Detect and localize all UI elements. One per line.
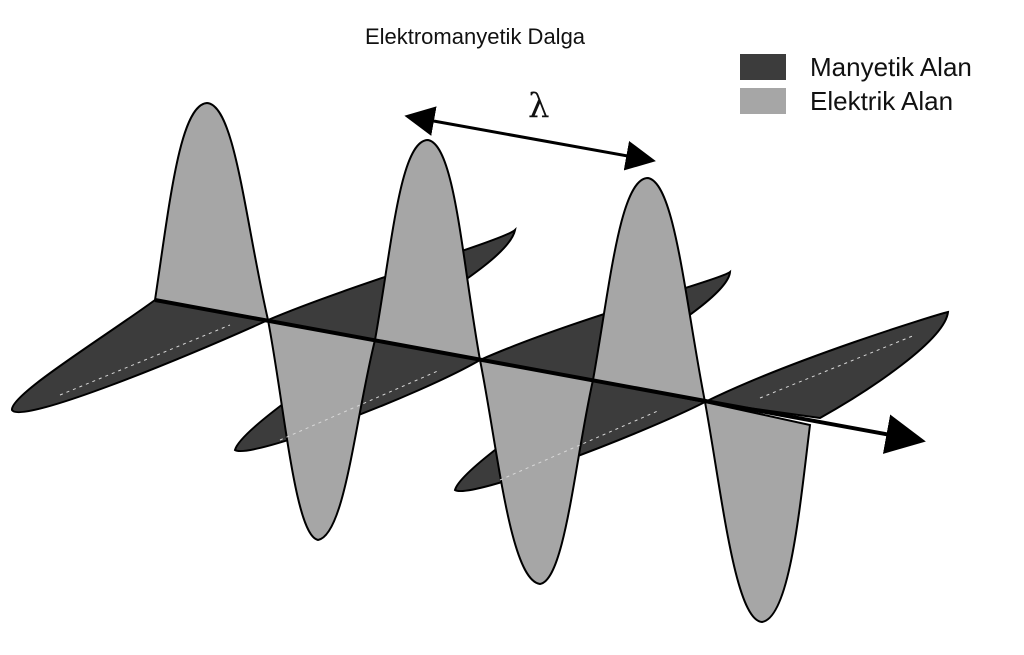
magnetic-highlights (59, 324, 916, 481)
legend-label-electric: Elektrik Alan (810, 85, 954, 116)
diagram-title: Elektromanyetik Dalga (364, 24, 586, 49)
electric-lobe-2 (266, 318, 377, 542)
electric-lobe-1 (153, 101, 270, 322)
electric-lobe-6 (703, 400, 812, 624)
wavelength-symbol: λ (528, 86, 550, 126)
wavelength-arrow (404, 106, 656, 171)
legend: Manyetik Alan Elektrik Alan (740, 50, 972, 118)
electric-lobe-4 (478, 358, 595, 586)
magnetic-lobe-1 (11, 298, 272, 414)
magnetic-lobe-6 (701, 310, 950, 420)
legend-swatch-magnetic (740, 54, 786, 80)
legend-swatch-electric (740, 88, 786, 114)
legend-item-magnetic: Manyetik Alan (740, 50, 972, 84)
electric-lobe-5 (591, 176, 707, 404)
legend-item-electric: Elektrik Alan (740, 84, 972, 118)
electric-field-lobes (153, 101, 812, 624)
propagation-axis-arrow (154, 298, 926, 454)
legend-label-magnetic: Manyetik Alan (810, 51, 972, 82)
